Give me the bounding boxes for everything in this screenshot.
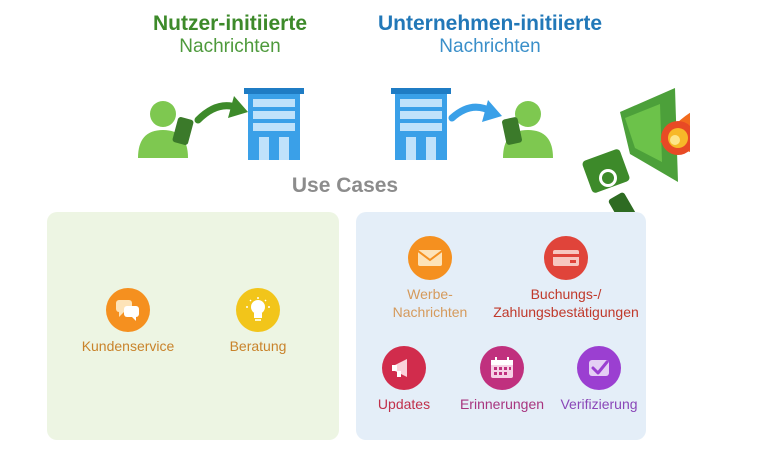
user-heading-bold: Nutzer-initiierte xyxy=(152,12,307,35)
flow-illustration xyxy=(138,88,690,226)
use-case-label: Verifizierung xyxy=(560,396,638,412)
company-building-icon xyxy=(244,88,304,160)
use-case-beratung: Beratung xyxy=(212,288,304,356)
credit-card-icon xyxy=(544,236,588,280)
company-heading-light: Nachrichten xyxy=(439,36,541,58)
company-use-cases-panel xyxy=(356,212,646,440)
company-initiated-heading: Unternehmen-initiierte Nachrichten xyxy=(330,12,650,58)
use-case-werbe-nachrichten: Werbe- Nachrichten xyxy=(378,236,482,321)
use-case-label-line2: Nachrichten xyxy=(392,303,468,320)
blue-arrow-icon xyxy=(448,100,502,122)
use-case-verifizierung: Verifizierung xyxy=(552,346,646,414)
use-case-label-line2: Zahlungsbestätigungen xyxy=(493,303,639,320)
checkmark-icon xyxy=(577,346,621,390)
use-case-kundenservice: Kundenservice xyxy=(70,288,186,356)
company-building-icon-2 xyxy=(391,88,451,160)
user-use-cases-panel xyxy=(47,212,339,440)
megaphone-icon xyxy=(382,346,426,390)
company-heading-bold: Unternehmen-initiierte xyxy=(377,12,603,35)
use-case-label: Kundenservice xyxy=(81,338,175,354)
use-case-buchungs-zahlungsbestaetigungen: Buchungs-/ Zahlungsbestätigungen xyxy=(486,236,646,321)
lightbulb-icon xyxy=(236,288,280,332)
whatsapp-megaphone-icon xyxy=(582,88,678,226)
use-case-label: Erinnerungen xyxy=(459,396,545,412)
calendar-icon xyxy=(480,346,524,390)
use-case-erinnerungen: Erinnerungen xyxy=(452,346,552,414)
use-case-updates: Updates xyxy=(368,346,440,414)
envelope-icon xyxy=(408,236,452,280)
user-person-icon xyxy=(138,101,194,158)
use-case-label: Beratung xyxy=(229,338,287,354)
use-case-label-line1: Werbe- xyxy=(407,286,453,302)
fireball-icon xyxy=(660,112,690,155)
user-heading-light: Nachrichten xyxy=(179,36,281,58)
user-initiated-heading: Nutzer-initiierte Nachrichten xyxy=(100,12,360,58)
use-case-label: Updates xyxy=(377,396,431,412)
use-case-label-line1: Buchungs-/ xyxy=(530,286,602,302)
use-cases-title: Use Cases xyxy=(291,174,399,197)
green-arrow-icon xyxy=(194,96,248,124)
recipient-person-icon xyxy=(502,101,553,158)
chat-bubbles-icon xyxy=(106,288,150,332)
